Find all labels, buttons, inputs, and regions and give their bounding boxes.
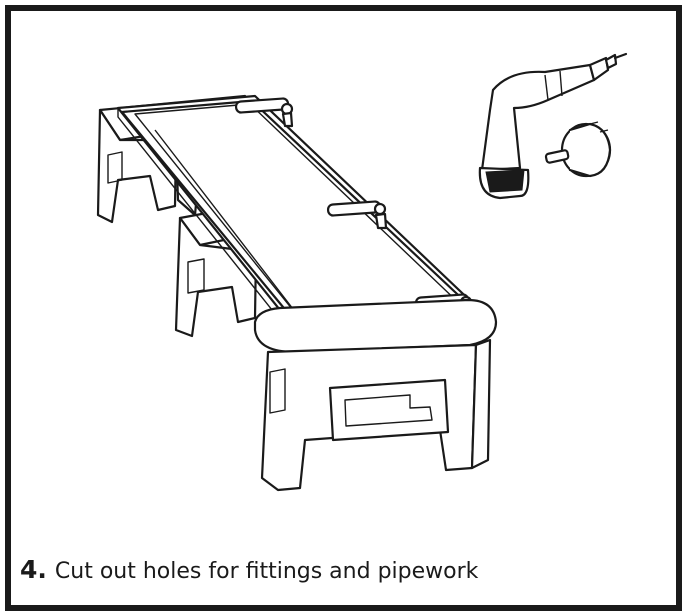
step-caption: 4. Cut out holes for fittings and pipewor…: [20, 555, 478, 584]
hole-saw-icon: [544, 121, 612, 178]
clamp-icon: [234, 97, 294, 128]
cordless-drill-icon: [478, 52, 628, 200]
step-text: Cut out holes for fittings and pipework: [54, 559, 479, 584]
trestle-stool-icon: [253, 298, 498, 492]
step-number: 4.: [20, 555, 47, 584]
clamp-icon: [326, 200, 388, 230]
